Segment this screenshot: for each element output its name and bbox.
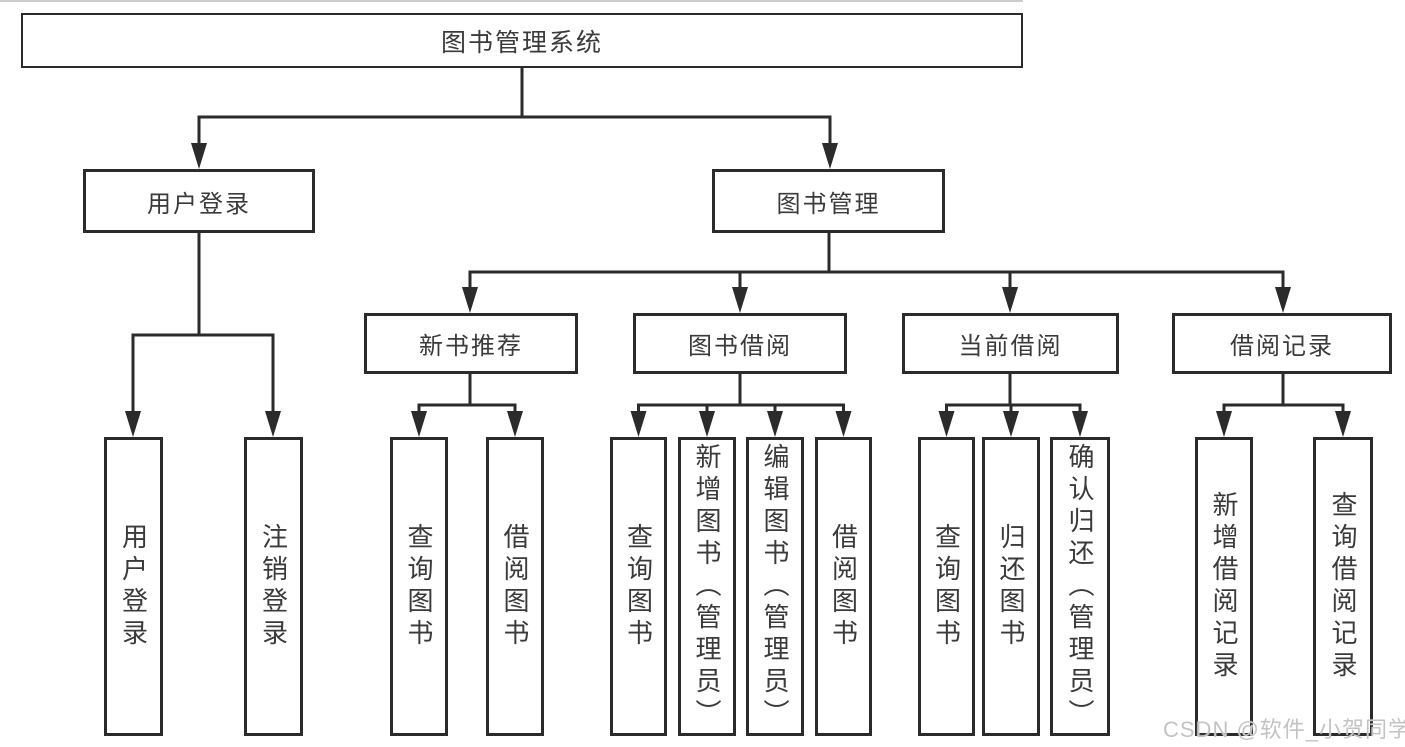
leaf-logout: 注销登录	[244, 437, 303, 736]
node-label: 确认归还（管理员）	[1065, 442, 1095, 731]
leaf-return-book: 归还图书	[982, 437, 1040, 736]
node-label: 用户登录	[118, 522, 149, 651]
leaf-query-books-3: 查询图书	[918, 437, 975, 736]
node-label: 图书借阅	[688, 333, 792, 360]
leaf-borrow-books-2: 借阅图书	[815, 437, 872, 736]
node-label: 当前借阅	[958, 333, 1063, 360]
leaf-edit-book-admin: 编辑图书（管理员）	[746, 437, 804, 736]
node-borrow-record: 借阅记录	[1172, 313, 1392, 374]
node-current-borrow: 当前借阅	[902, 313, 1119, 374]
node-book-borrow: 图书借阅	[633, 313, 847, 374]
node-label: 图书管理系统	[440, 28, 603, 57]
node-user-login: 用户登录	[83, 169, 315, 233]
node-label: 借阅图书	[828, 522, 859, 651]
node-label: 图书管理	[776, 190, 881, 218]
node-label: 查询图书	[623, 522, 654, 651]
node-label: 查询借阅记录	[1328, 490, 1358, 683]
leaf-add-book-admin: 新增图书（管理员）	[678, 437, 736, 736]
node-label: 用户登录	[147, 190, 251, 218]
node-label: 借阅图书	[500, 522, 530, 651]
node-label: 查询图书	[404, 522, 434, 651]
leaf-confirm-return-admin: 确认归还（管理员）	[1050, 437, 1110, 736]
top-edge-artifact	[0, 0, 1023, 2]
leaf-user-login: 用户登录	[104, 437, 163, 736]
node-label: 编辑图书（管理员）	[760, 442, 790, 731]
leaf-query-borrow-record: 查询借阅记录	[1313, 437, 1373, 736]
leaf-add-borrow-record: 新增借阅记录	[1195, 437, 1253, 736]
node-label: 新书推荐	[419, 333, 523, 360]
csdn-watermark: CSDN @软件_小贺同学	[1163, 717, 1405, 742]
node-label: 借阅记录	[1230, 333, 1334, 360]
node-book-management: 图书管理	[712, 169, 945, 233]
node-label: 注销登录	[258, 522, 289, 651]
leaf-query-books-1: 查询图书	[390, 437, 448, 736]
leaf-borrow-books-1: 借阅图书	[486, 437, 544, 736]
node-label: 查询图书	[931, 522, 962, 651]
node-library-management-system: 图书管理系统	[21, 13, 1023, 68]
node-new-book-recommend: 新书推荐	[364, 313, 578, 374]
arrowheads	[125, 143, 1351, 437]
node-label: 归还图书	[996, 522, 1026, 651]
leaf-query-books-2: 查询图书	[610, 437, 667, 736]
node-label: 新增借阅记录	[1209, 490, 1239, 683]
node-label: 新增图书（管理员）	[692, 442, 722, 731]
